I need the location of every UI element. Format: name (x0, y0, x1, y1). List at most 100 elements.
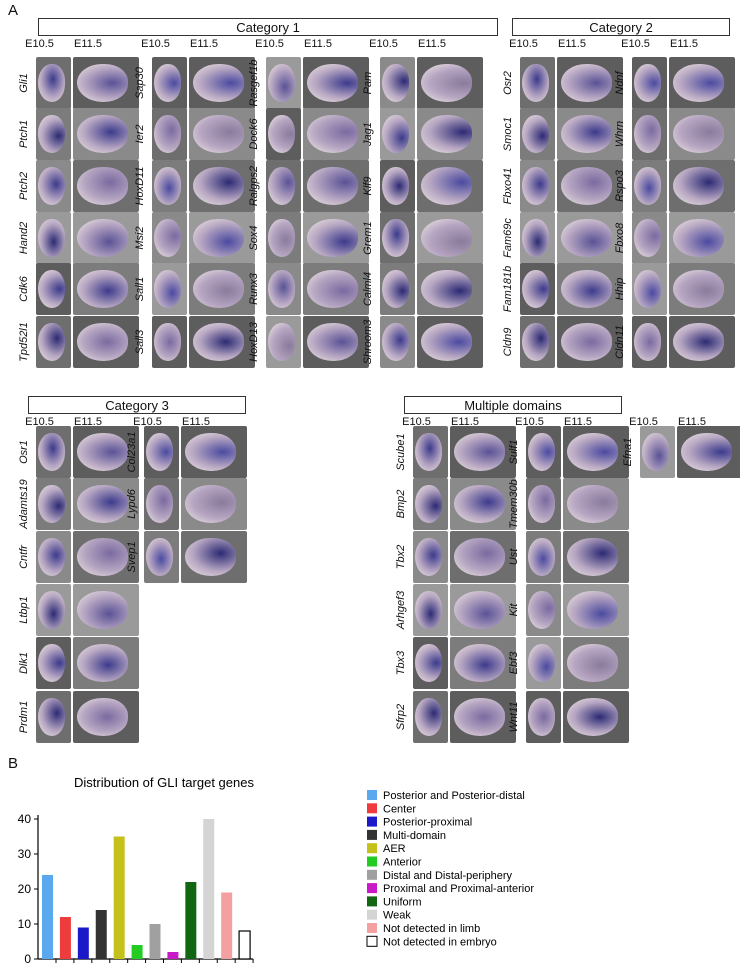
legend-label-9: Weak (383, 910, 411, 922)
gene-label: Bmp2 (395, 489, 407, 519)
limb-bud (454, 485, 505, 523)
gene-label: Pam (362, 71, 374, 95)
stage-label-e115: E11.5 (678, 416, 706, 428)
gene-label: Ptch2 (18, 171, 30, 201)
limb-bud (421, 115, 472, 153)
limb-bud (154, 64, 181, 102)
gene-label: Efna1 (622, 437, 634, 467)
gene-label: Fbxo8 (614, 222, 626, 254)
limb-image (189, 108, 255, 160)
limb-bud (77, 167, 128, 205)
limb-image (189, 160, 255, 212)
limb-image (144, 531, 179, 583)
bar-7 (167, 952, 179, 959)
limb-image (557, 57, 623, 109)
limb-image (520, 212, 555, 264)
gene-label: Sall1 (134, 276, 146, 302)
gene-label: Klf9 (362, 176, 374, 196)
limb-bud (38, 219, 65, 257)
limb-image (36, 691, 71, 743)
bar-11 (238, 930, 251, 960)
limb-bud (673, 219, 724, 257)
gene-label: Tmem30b (508, 479, 520, 529)
limb-bud (193, 219, 244, 257)
limb-image (181, 478, 247, 530)
limb-image (144, 426, 179, 478)
gene-label: Shroom3 (362, 319, 374, 365)
limb-bud (268, 64, 295, 102)
stage-label-e115: E11.5 (182, 416, 210, 428)
limb-bud (673, 115, 724, 153)
limb-bud (154, 219, 181, 257)
bar-9 (203, 819, 215, 959)
limb-image (557, 108, 623, 160)
limb-bud (382, 115, 409, 153)
gene-label: Svep1 (126, 541, 138, 573)
limb-bud (268, 167, 295, 205)
gene-label: Cldn11 (614, 324, 626, 360)
limb-image (152, 212, 187, 264)
limb-image (303, 108, 369, 160)
limb-image (563, 531, 629, 583)
legend-label-3: Multi-domain (383, 830, 446, 842)
limb-image (36, 637, 71, 689)
limb-bud (634, 115, 661, 153)
stage-label-e105: E10.5 (515, 416, 544, 428)
legend-label-1: Center (383, 803, 416, 815)
limb-bud (268, 270, 295, 308)
legend-swatch-1 (367, 803, 377, 814)
limb-image (73, 691, 139, 743)
limb-bud (561, 323, 612, 361)
limb-image (73, 531, 139, 583)
limb-image (36, 160, 71, 212)
gene-label: Kit (508, 603, 520, 617)
limb-image (450, 478, 516, 530)
limb-image (417, 108, 483, 160)
limb-image (73, 584, 139, 636)
gene-label: Col23a1 (126, 431, 138, 473)
limb-bud (567, 698, 618, 736)
limb-bud (77, 644, 128, 682)
limb-bud (415, 591, 442, 629)
gene-label: Tbx3 (395, 650, 407, 676)
limb-bud (154, 323, 181, 361)
limb-bud (522, 167, 549, 205)
limb-image (669, 160, 735, 212)
legend-swatch-8 (367, 896, 377, 907)
cat3-title: Category 3 (28, 396, 246, 414)
limb-bud (307, 219, 358, 257)
limb-bud (38, 644, 65, 682)
limb-bud (154, 167, 181, 205)
limb-bud (561, 219, 612, 257)
limb-bud (307, 270, 358, 308)
limb-bud (77, 591, 128, 629)
gene-label: HoxD13 (248, 322, 260, 362)
limb-image (557, 316, 623, 368)
legend-swatch-5 (367, 856, 377, 867)
stage-label-e105: E10.5 (509, 38, 538, 50)
limb-bud (454, 591, 505, 629)
limb-image (380, 108, 415, 160)
legend-swatch-0 (367, 790, 377, 800)
limb-image (413, 584, 448, 636)
legend-label-5: Anterior (383, 857, 422, 869)
limb-bud (567, 485, 618, 523)
gene-label: Dlk1 (18, 651, 30, 675)
stage-label-e105: E10.5 (402, 416, 431, 428)
bar-10 (221, 892, 233, 959)
gene-label: Hhip (614, 277, 626, 301)
stage-label-e115: E11.5 (670, 38, 698, 50)
limb-image (413, 478, 448, 530)
limb-bud (77, 323, 128, 361)
legend-swatch-10 (367, 923, 377, 933)
limb-image (450, 531, 516, 583)
limb-image (36, 584, 71, 636)
limb-bud (38, 591, 65, 629)
limb-image (266, 160, 301, 212)
limb-bud (185, 485, 236, 523)
limb-bud (634, 323, 661, 361)
limb-image (669, 108, 735, 160)
gene-label: Msi2 (134, 226, 146, 250)
limb-bud (193, 270, 244, 308)
limb-image (266, 263, 301, 315)
